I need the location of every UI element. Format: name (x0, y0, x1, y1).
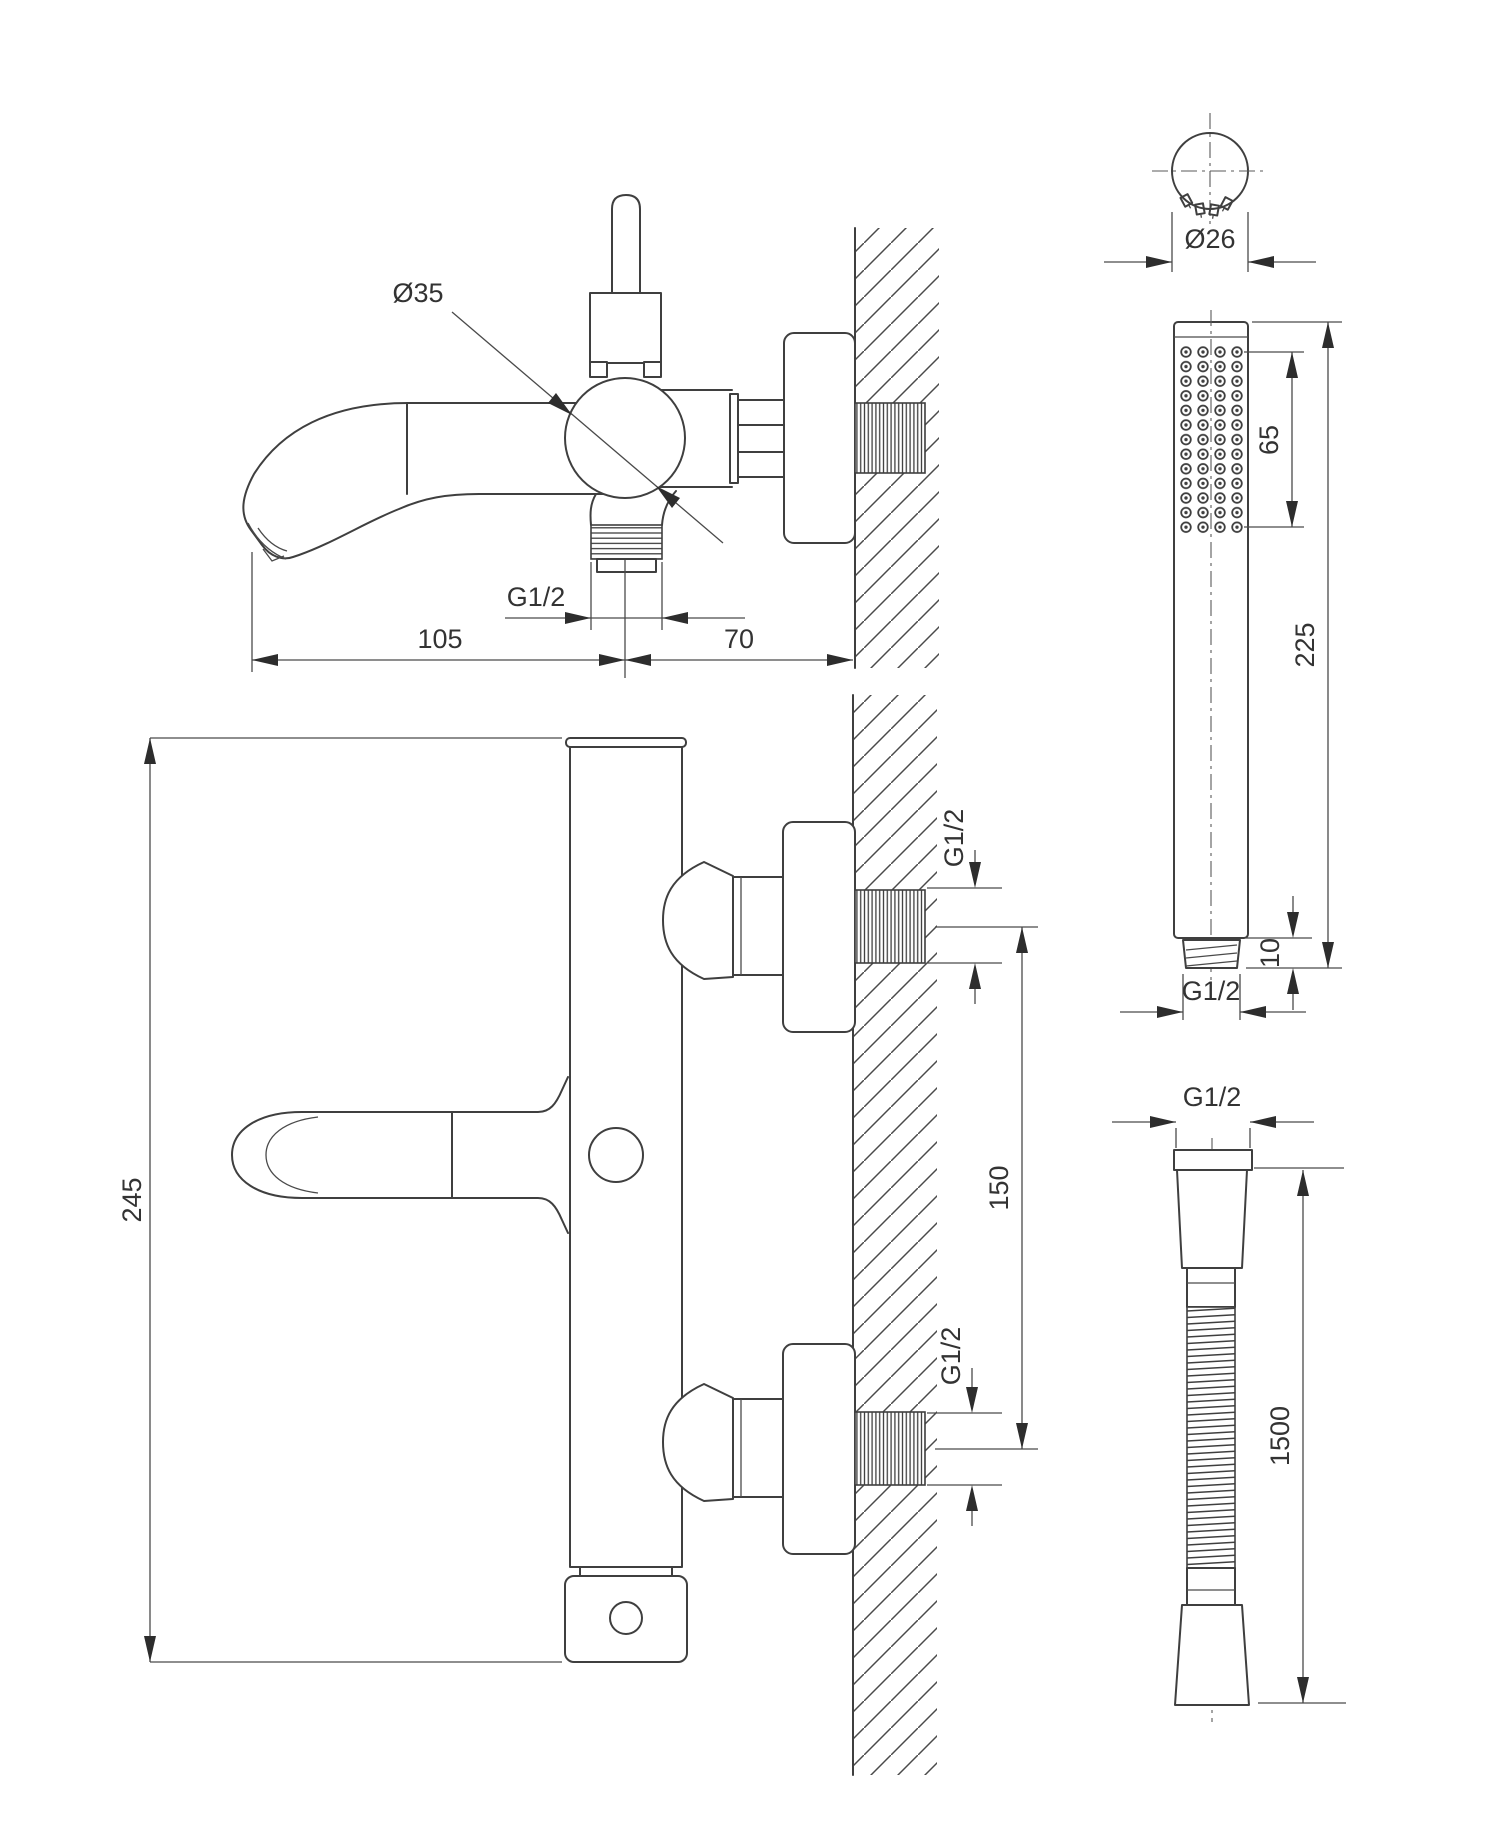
dim-arrow (1322, 942, 1334, 968)
g12-arrow (565, 612, 591, 624)
dim-arrow (144, 1636, 156, 1662)
dim-arrow (625, 654, 651, 666)
lever-rod (611, 194, 641, 294)
dim-arrow (1146, 256, 1172, 268)
dim-label-spout-projection: 105 (417, 624, 462, 654)
dia35-dimension-line (451, 311, 724, 544)
dim-arrow (1287, 968, 1299, 994)
nozzle-tab (1208, 203, 1220, 219)
dim-label-wand-thread: G1/2 (1182, 976, 1241, 1006)
dim-arrow (599, 654, 625, 666)
hose-nut-top (1173, 1149, 1253, 1171)
hose-ferrule-bottom (1186, 1567, 1236, 1606)
diverter-button (588, 1127, 644, 1183)
handle-collar (589, 292, 662, 364)
hose-cone-bottom (1174, 1604, 1250, 1706)
dim-label-top-thread: G1/2 (939, 809, 969, 868)
wall-flange-bottom (782, 1343, 856, 1555)
dim-arrow (1286, 501, 1298, 527)
wall-thread (854, 402, 926, 474)
dim-label-connection-spacing: 150 (984, 1165, 1014, 1210)
dim-label-bottom-thread: G1/2 (936, 1327, 966, 1386)
spout-aerator-arc (257, 527, 288, 552)
handshower-view: Ø26 65 225 10 (1104, 113, 1342, 1020)
nozzle-grid (1177, 344, 1246, 535)
connection-shoulder-bottom (662, 1383, 734, 1502)
wall-flange-top (782, 821, 856, 1033)
mixer-front-view: 245 G1/2 150 G1/2 (117, 694, 1038, 1776)
dim-arrow (1240, 1006, 1266, 1018)
spout-aerator-tab (262, 548, 285, 562)
dim-arrow (1287, 912, 1299, 938)
connector-nut (737, 399, 785, 478)
dim-arrow (966, 1485, 978, 1511)
dim-arrow (252, 654, 278, 666)
dim-arrow (1322, 322, 1334, 348)
outlet-neck-left (589, 493, 597, 526)
dim-arrow (1297, 1677, 1309, 1703)
wall-thread-top (854, 889, 926, 964)
dim-arrow (1016, 927, 1028, 953)
dim-arrow (1248, 256, 1274, 268)
dia35-arrow (548, 393, 572, 415)
body-top-cap (565, 737, 687, 748)
mixer-side-view: Ø35 G1/2 105 70 (242, 194, 939, 678)
dim-arrow (1250, 1116, 1276, 1128)
dia35-arrow (656, 486, 680, 508)
dim-arrow (966, 1387, 978, 1413)
dim-label-valve-diameter: Ø35 (392, 278, 443, 308)
lever-inner-contour (265, 1116, 319, 1194)
valve-body-circle (564, 377, 686, 499)
dim-label-outlet-to-wall: 70 (724, 624, 754, 654)
nozzle-tab (1194, 202, 1206, 218)
hose-corrugation (1186, 1306, 1236, 1569)
dim-label-outlet-thread: G1/2 (507, 582, 566, 612)
lever-top-edge (301, 1076, 569, 1113)
dim-arrow (827, 654, 853, 666)
spout-outlet-front (609, 1601, 643, 1635)
hose-ferrule-top (1186, 1267, 1236, 1308)
wand-thread-connector (1182, 939, 1241, 969)
wall-thread-bottom (854, 1411, 926, 1486)
dim-arrow (1157, 1006, 1183, 1018)
nozzle-tab (1219, 196, 1234, 212)
connection-shoulder-top (662, 861, 734, 980)
wall-flange (783, 332, 856, 544)
dim-arrow (969, 862, 981, 888)
thread-line (1185, 960, 1238, 967)
dim-label-head-diameter: Ø26 (1184, 224, 1235, 254)
hose-view: G1/2 1500 (1112, 1082, 1346, 1722)
spout-outline (242, 402, 611, 560)
connector-step (729, 393, 739, 484)
lever-bottom-edge (301, 1197, 569, 1234)
dim-label-total-length: 225 (1290, 622, 1320, 667)
wall-hatch (853, 695, 937, 1775)
nozzle-tab (1179, 193, 1194, 209)
lever-end-cap (231, 1111, 303, 1199)
outlet-collar (596, 558, 657, 573)
thread-line (1185, 952, 1238, 959)
g12-arrow (662, 612, 688, 624)
collar-washer-right (643, 361, 662, 378)
dim-label-hose-thread: G1/2 (1183, 1082, 1242, 1112)
dim-arrow (969, 963, 981, 989)
dim-arrow (1297, 1170, 1309, 1196)
dim-arrow (1150, 1116, 1176, 1128)
hose-cone-top (1176, 1169, 1248, 1269)
thread-line (1185, 944, 1238, 951)
dim-label-connector-length: 10 (1255, 938, 1285, 968)
outlet-neck-right (661, 490, 677, 526)
dim-label-spray-face: 65 (1254, 425, 1284, 455)
dim-arrow (1016, 1423, 1028, 1449)
dim-label-total-height: 245 (117, 1177, 147, 1222)
dim-label-hose-length: 1500 (1265, 1406, 1295, 1466)
dim-arrow (144, 738, 156, 764)
dim-arrow (1286, 352, 1298, 378)
collar-washer-left (589, 361, 608, 378)
outlet-thread (590, 524, 663, 560)
